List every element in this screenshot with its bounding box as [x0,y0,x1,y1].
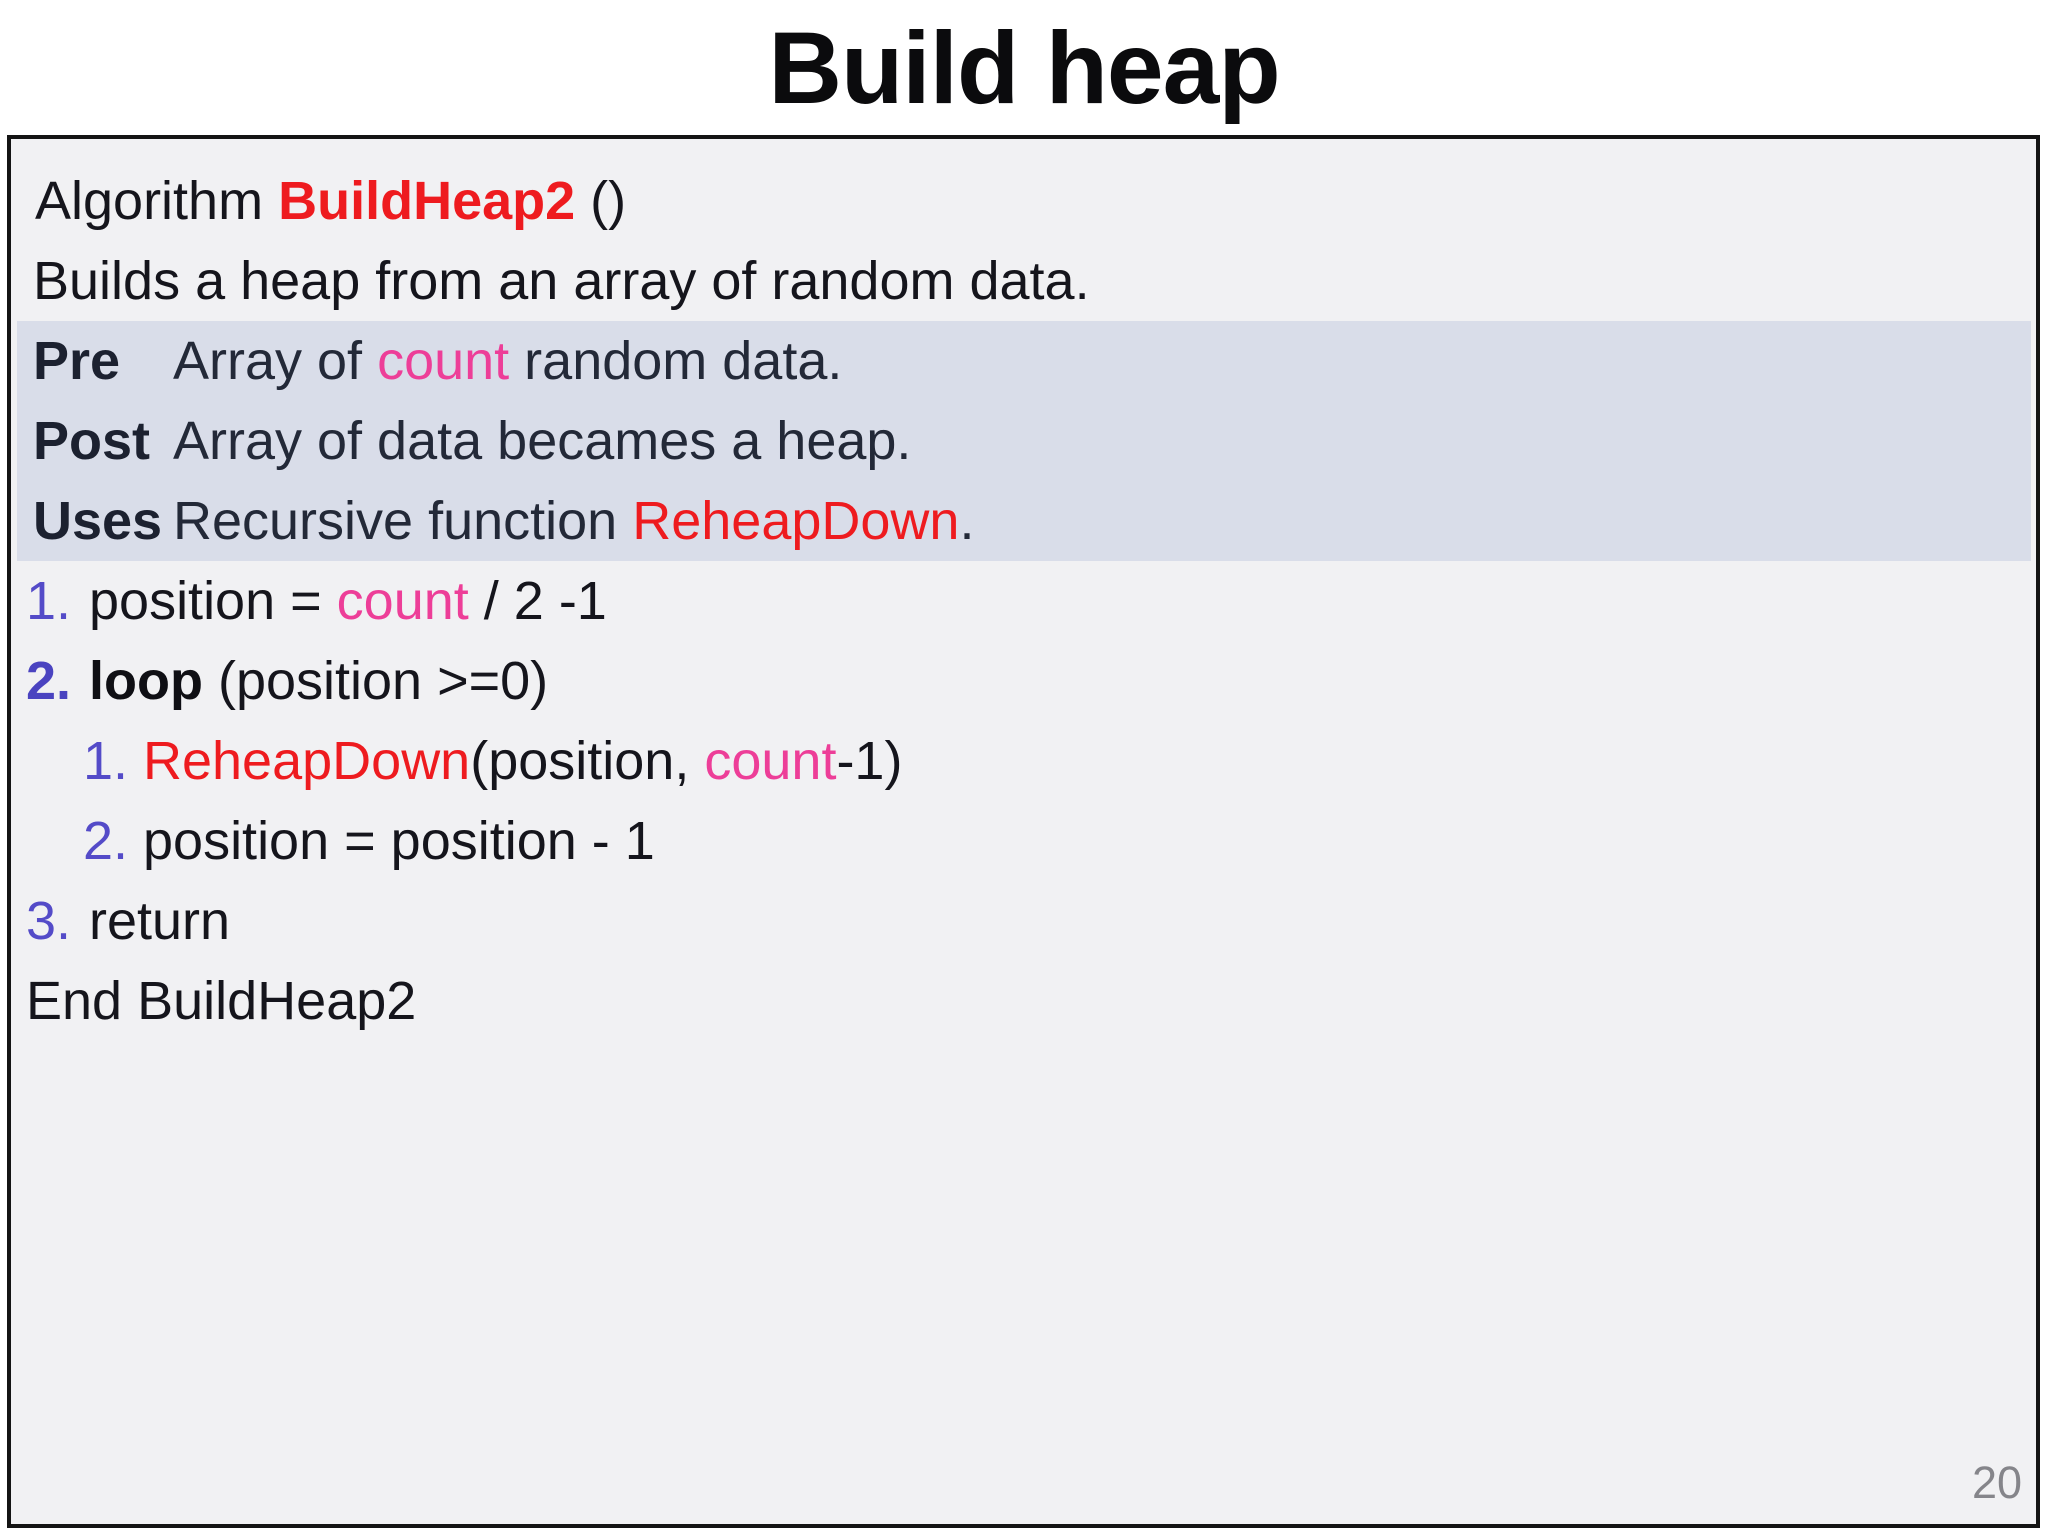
step-1-text-before: position = [89,571,337,631]
pre-condition-row: Pre Array of count random data. [17,321,2031,401]
step-2-2: 2.position = position - 1 [11,801,2036,881]
step-3: 3. return [11,881,2036,961]
step-2: 2. loop (position >=0) [11,641,2036,721]
step-2-1-text: ReheapDown(position, count-1) [143,731,902,791]
post-label: Post [33,411,151,471]
step-3-number: 3. [26,891,72,951]
reheapdown-function: ReheapDown [632,491,960,551]
count-variable: count [377,331,510,391]
slide-title: Build heap [768,11,1280,125]
algorithm-header: Algorithm BuildHeap2 () [11,161,2036,241]
algorithm-params: () [575,171,627,231]
post-text: Array of data becames a heap. [173,411,912,471]
uses-text-after: . [959,491,975,551]
step-1-text-after: / 2 -1 [468,571,607,631]
algorithm-keyword: Algorithm [35,171,279,231]
reheapdown-function: ReheapDown [143,731,471,791]
step-2-1-args-before: (position, [470,731,705,791]
uses-text: Recursive function ReheapDown. [173,481,974,561]
step-1-text: position = count / 2 -1 [89,571,607,631]
step-2-number: 2. [26,651,72,711]
pre-label: Pre [33,331,121,391]
algorithm-box: Algorithm BuildHeap2 () Builds a heap fr… [7,135,2040,1528]
step-2-2-text: position = position - 1 [143,811,655,871]
pre-text: Array of count random data. [173,321,842,401]
uses-text-before: Recursive function [173,491,633,551]
algorithm-name: BuildHeap2 [278,171,576,231]
algorithm-end: End BuildHeap2 [26,971,417,1031]
loop-keyword: loop [89,651,203,711]
step-2-1-number: 1. [83,731,129,791]
step-1-number: 1. [26,571,72,631]
post-condition-row: Post Array of data becames a heap. [17,401,2031,481]
conditions-band: Pre Array of count random data. Post Array… [17,321,2031,561]
count-variable: count [336,571,469,631]
step-3-text: return [89,891,231,951]
algorithm-description: Builds a heap from an array of random da… [33,251,1090,311]
step-2-2-number: 2. [83,811,129,871]
page-number: 20 [1971,1457,2022,1508]
count-variable: count [704,731,837,791]
uses-label: Uses [33,491,163,551]
step-1: 1. position = count / 2 -1 [11,561,2036,641]
pre-text-after: random data. [509,331,843,391]
step-2-1-args-after: -1) [836,731,903,791]
step-2-1: 1.ReheapDown(position, count-1) [11,721,2036,801]
step-2-condition: (position >=0) [202,651,549,711]
pre-text-before: Array of [173,331,378,391]
step-2-text: loop (position >=0) [89,651,548,711]
